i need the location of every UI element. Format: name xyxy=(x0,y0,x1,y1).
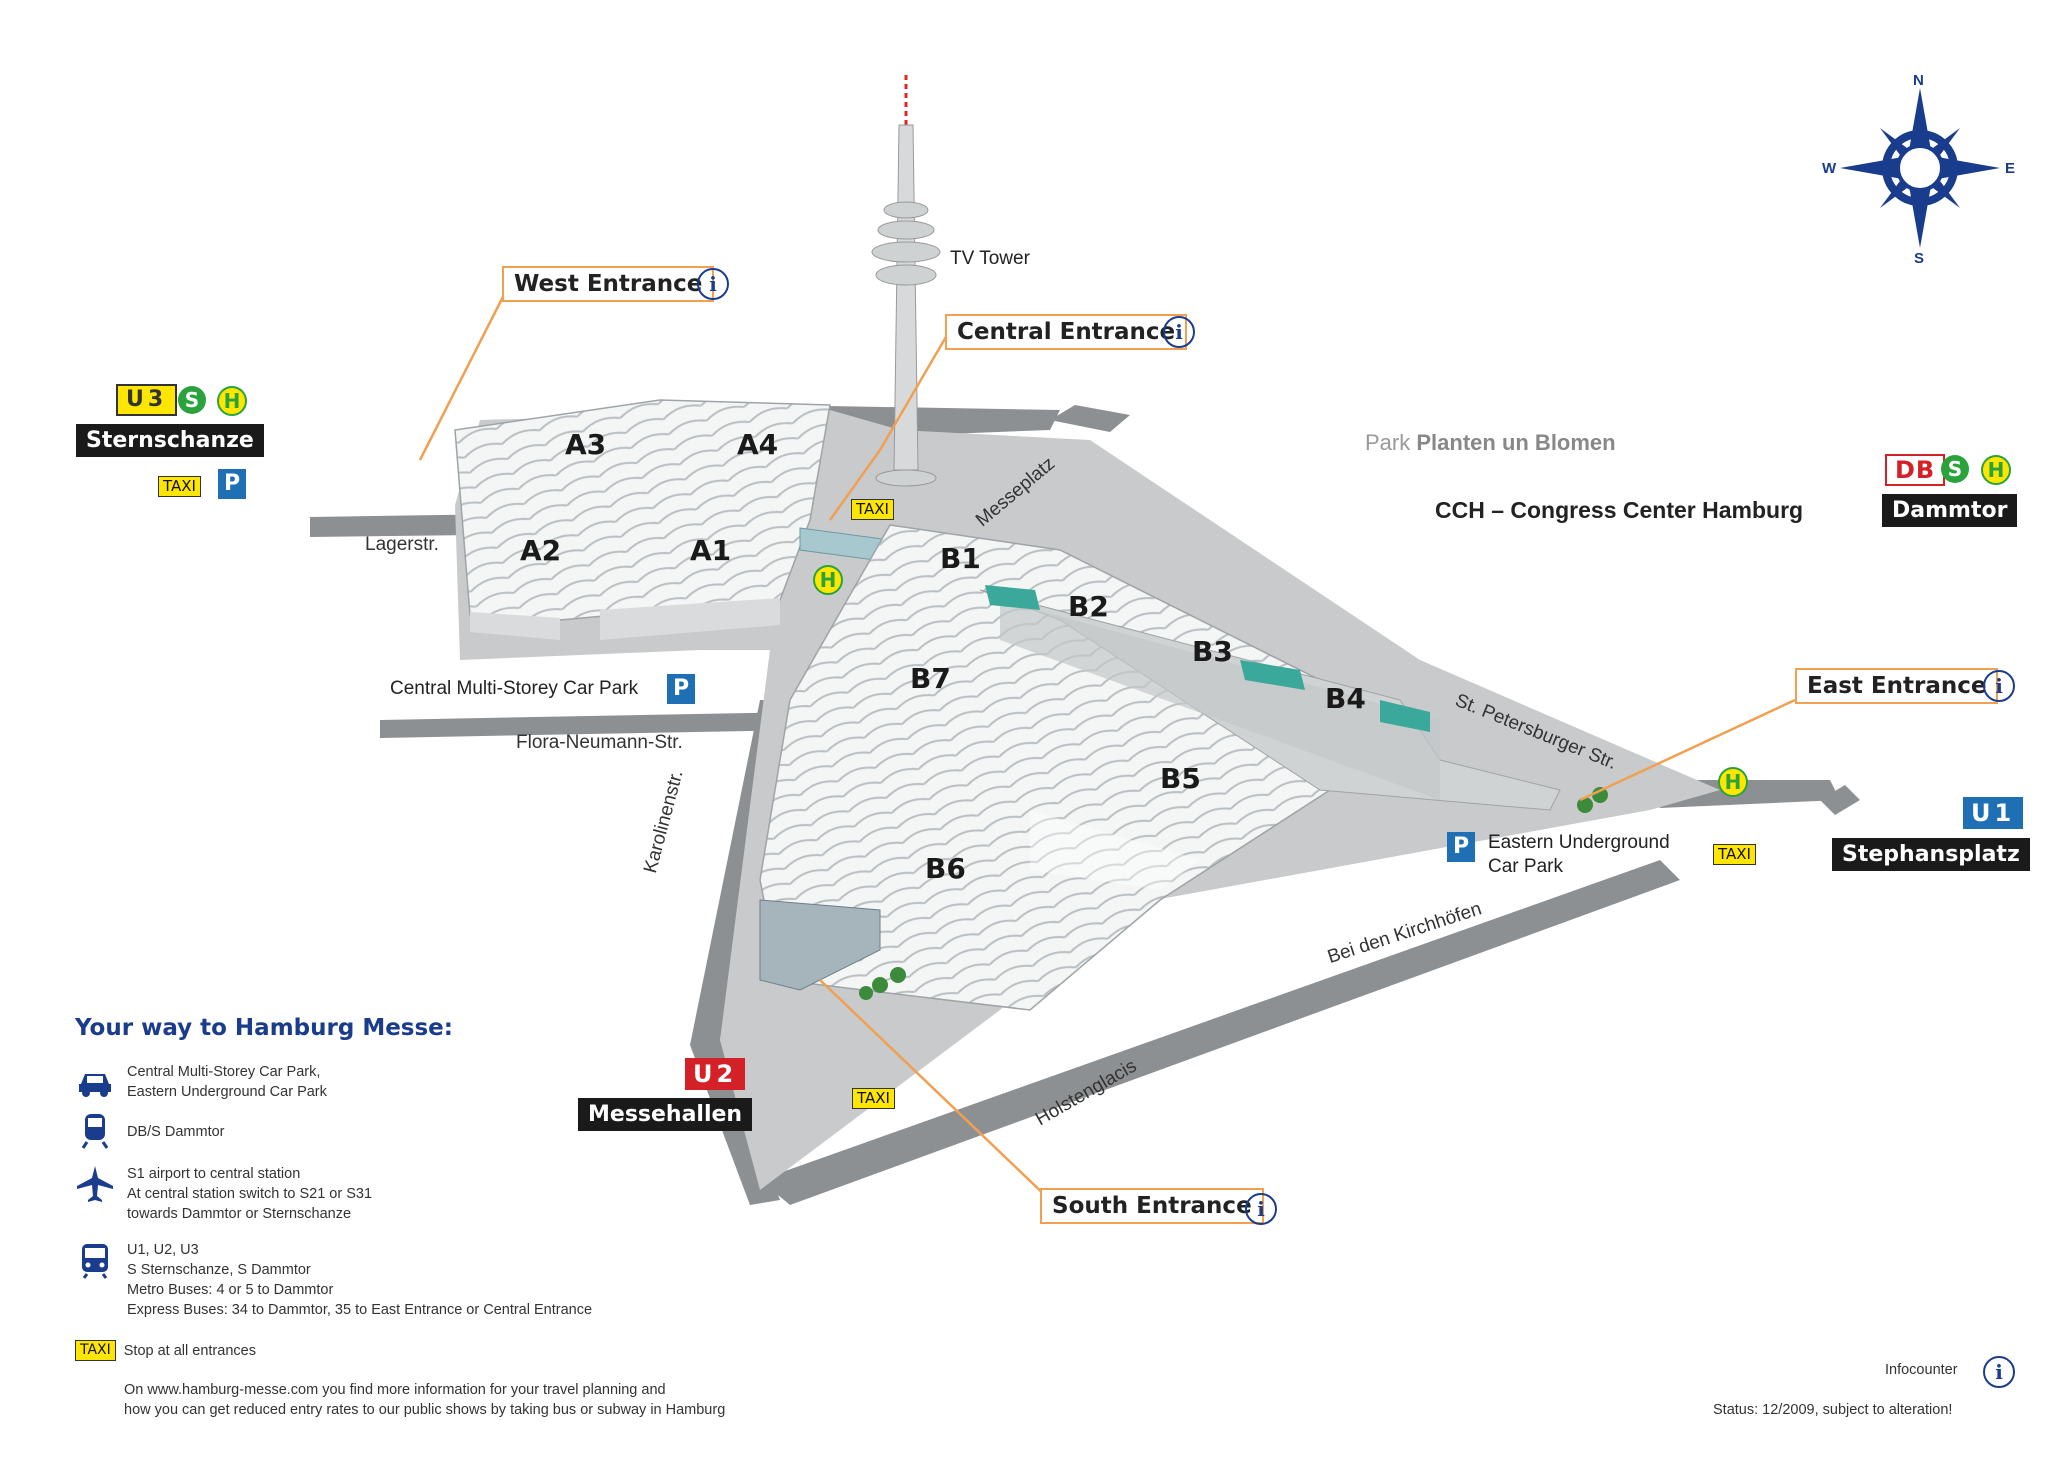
bus-stop-symbol-sternschanze: H xyxy=(217,386,247,416)
legend-train-row: DB/S Dammtor xyxy=(75,1110,225,1150)
hall-b4-label: B4 xyxy=(1325,682,1366,715)
car-icon xyxy=(79,1074,111,1097)
db-symbol: DB xyxy=(1885,454,1946,486)
eastern-car-park-icon: P xyxy=(1447,832,1475,862)
train-icon xyxy=(81,1114,109,1149)
west-entrance-label[interactable]: West Entrance xyxy=(502,266,715,302)
taxi-stand-south: TAXI xyxy=(852,1088,895,1109)
bus-stop-east: H xyxy=(1718,767,1748,797)
legend-plane-text: S1 airport to central station At central… xyxy=(127,1166,373,1222)
infocounter-label: Infocounter xyxy=(1885,1362,1958,1378)
legend-taxi-row: TAXI Stop at all entrances xyxy=(75,1340,256,1361)
hall-a3-label: A3 xyxy=(565,428,607,461)
hall-a4-label: A4 xyxy=(737,428,779,461)
hall-b7-label: B7 xyxy=(910,662,951,695)
compass-s: S xyxy=(1914,250,1925,267)
street-flora-neumann: Flora-Neumann-Str. xyxy=(516,732,683,753)
hall-b1-label: B1 xyxy=(940,542,981,575)
legend-title: Your way to Hamburg Messe: xyxy=(75,1015,453,1041)
tv-tower-label: TV Tower xyxy=(950,248,1030,269)
legend-taxi-symbol: TAXI xyxy=(75,1340,116,1361)
hall-b5-label: B5 xyxy=(1160,762,1201,795)
compass-w: W xyxy=(1822,160,1837,177)
hall-b2-label: B2 xyxy=(1068,590,1109,623)
hall-a1-label: A1 xyxy=(690,534,732,567)
parking-symbol-sternschanze: P xyxy=(218,469,246,499)
u2-symbol: U2 xyxy=(685,1058,746,1090)
compass-rose xyxy=(1840,88,2000,248)
park-prefix: Park xyxy=(1365,430,1411,455)
central-car-park-label: Central Multi-Storey Car Park xyxy=(390,678,639,699)
trees xyxy=(859,787,1608,1000)
west-halls xyxy=(454,399,831,640)
street-lagerstr: Lagerstr. xyxy=(365,534,439,555)
legend-footer: On www.hamburg-messe.com you find more i… xyxy=(124,1382,726,1418)
east-entrance-info-icon[interactable]: i xyxy=(1983,670,2015,702)
eastern-car-park-line2: Car Park xyxy=(1488,856,1563,877)
station-stephansplatz: Stephansplatz xyxy=(1832,838,2030,871)
station-messehallen: Messehallen xyxy=(578,1098,753,1131)
central-entrance-info-icon[interactable]: i xyxy=(1163,316,1195,348)
infocounter-icon: i xyxy=(1983,1356,2015,1388)
west-entrance-info-icon[interactable]: i xyxy=(697,268,729,300)
entrance-leader-lines xyxy=(418,282,1796,1201)
station-dammtor: Dammtor xyxy=(1882,494,2018,527)
hall-b6-label: B6 xyxy=(925,852,966,885)
taxi-stand-central: TAXI xyxy=(851,499,894,520)
compass-e: E xyxy=(2005,160,2016,177)
taxi-stand-east: TAXI xyxy=(1713,844,1756,865)
south-entrance-info-icon[interactable]: i xyxy=(1245,1193,1277,1225)
legend-public-row: U1, U2, U3 S Sternschanze, S Dammtor Met… xyxy=(75,1240,592,1320)
u3-symbol: U3 xyxy=(116,384,178,416)
legend-car-text: Central Multi-Storey Car Park, Eastern U… xyxy=(127,1064,327,1100)
legend-taxi-text: Stop at all entrances xyxy=(123,1342,256,1359)
east-entrance-label[interactable]: East Entrance xyxy=(1795,668,1999,704)
park-name: Planten un Blomen xyxy=(1416,430,1616,455)
taxi-symbol-sternschanze: TAXI xyxy=(158,476,201,497)
legend-train-text: DB/S Dammtor xyxy=(127,1124,225,1140)
station-sternschanze: Sternschanze xyxy=(76,424,264,457)
park-label: Park Planten un Blomen xyxy=(1365,430,1616,456)
eastern-car-park-line1: Eastern Underground xyxy=(1488,832,1670,853)
hall-b3-label: B3 xyxy=(1192,635,1233,668)
s-bahn-symbol-sternschanze: S xyxy=(178,386,206,414)
u1-symbol: U1 xyxy=(1963,797,2024,829)
airplane-icon xyxy=(77,1166,113,1202)
public-transport-icon xyxy=(82,1244,108,1279)
status-note: Status: 12/2009, subject to alteration! xyxy=(1713,1402,1953,1418)
legend-plane-row: S1 airport to central station At central… xyxy=(75,1164,372,1224)
central-entrance-label[interactable]: Central Entrance xyxy=(945,314,1188,350)
east-halls xyxy=(759,524,1561,1011)
central-car-park-icon: P xyxy=(667,674,695,704)
legend-car-row: Central Multi-Storey Car Park, Eastern U… xyxy=(75,1062,327,1102)
legend-public-text: U1, U2, U3 S Sternschanze, S Dammtor Met… xyxy=(127,1242,593,1318)
hall-a2-label: A2 xyxy=(520,534,562,567)
tv-tower-drawing xyxy=(871,75,941,487)
s-bahn-symbol-dammtor: S xyxy=(1941,455,1969,483)
bus-stop-symbol-dammtor: H xyxy=(1981,455,2011,485)
south-entrance-label[interactable]: South Entrance xyxy=(1040,1188,1264,1224)
compass-n: N xyxy=(1913,72,1924,89)
cch-label: CCH – Congress Center Hamburg xyxy=(1435,497,1804,523)
bus-stop-central: H xyxy=(813,565,843,595)
